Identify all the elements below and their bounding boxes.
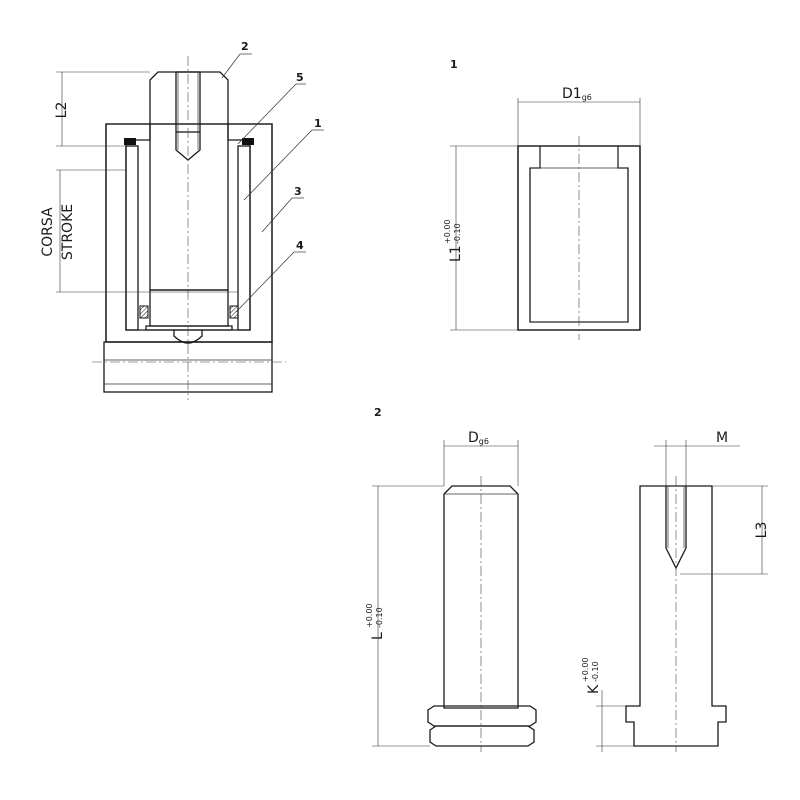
- dim-d1: D1g6: [517, 86, 641, 146]
- dim-l2: L2: [54, 71, 150, 147]
- label-d1: D1g6: [562, 86, 592, 102]
- label-k: K: [586, 684, 602, 694]
- housing-part-3: [105, 123, 273, 343]
- dim-m: M: [654, 430, 740, 486]
- assembly-view: L2 CORSA STROKE 2 5 1 3 4: [40, 40, 324, 400]
- callout-2: 2: [241, 40, 249, 53]
- l1-tol-upper: +0.00: [443, 219, 452, 244]
- callout-1: 1: [314, 117, 322, 130]
- k-tol-upper: +0.00: [581, 657, 590, 682]
- part-2-section: M L3 K +0.00 -0.10: [581, 430, 770, 752]
- dim-l1: L1 +0.00 -0.10: [443, 145, 518, 331]
- label-d: Dg6: [468, 430, 489, 446]
- callout-3: 3: [294, 185, 302, 198]
- seal-part-5: [124, 138, 254, 145]
- part-2-view: 2 Dg6 L +0.00 -0.10: [365, 406, 537, 752]
- label-stroke: STROKE: [60, 204, 76, 260]
- callouts: 2 5 1 3 4: [221, 40, 324, 313]
- dim-stroke: CORSA STROKE: [40, 169, 238, 293]
- l-tol-lower: -0.10: [375, 607, 384, 628]
- base-plate: [92, 341, 286, 393]
- l-tol-upper: +0.00: [365, 603, 374, 628]
- part-1-view: 1 D1g6 L1 +0.00 -0.10: [443, 58, 641, 340]
- part-1-tag: 1: [450, 58, 458, 71]
- dim-k: K +0.00 -0.10: [581, 657, 634, 752]
- label-l2: L2: [54, 102, 70, 119]
- pin-part-2: [149, 71, 229, 327]
- dim-l: L +0.00 -0.10: [365, 485, 444, 747]
- part-2-tag: 2: [374, 406, 382, 419]
- label-corsa: CORSA: [40, 207, 56, 257]
- k-tol-lower: -0.10: [591, 661, 600, 682]
- dim-d: Dg6: [443, 430, 519, 486]
- l1-tol-lower: -0.10: [453, 223, 462, 244]
- callout-5: 5: [296, 71, 304, 84]
- label-l: L: [370, 632, 386, 640]
- label-l1: L1: [448, 245, 464, 262]
- oring-part-4: [139, 305, 239, 319]
- label-m: M: [716, 430, 728, 446]
- label-l3: L3: [754, 522, 770, 539]
- callout-4: 4: [296, 239, 304, 252]
- pin-exterior: [427, 476, 537, 752]
- bushing-part-1: [125, 145, 251, 331]
- dim-l3: L3: [680, 485, 770, 575]
